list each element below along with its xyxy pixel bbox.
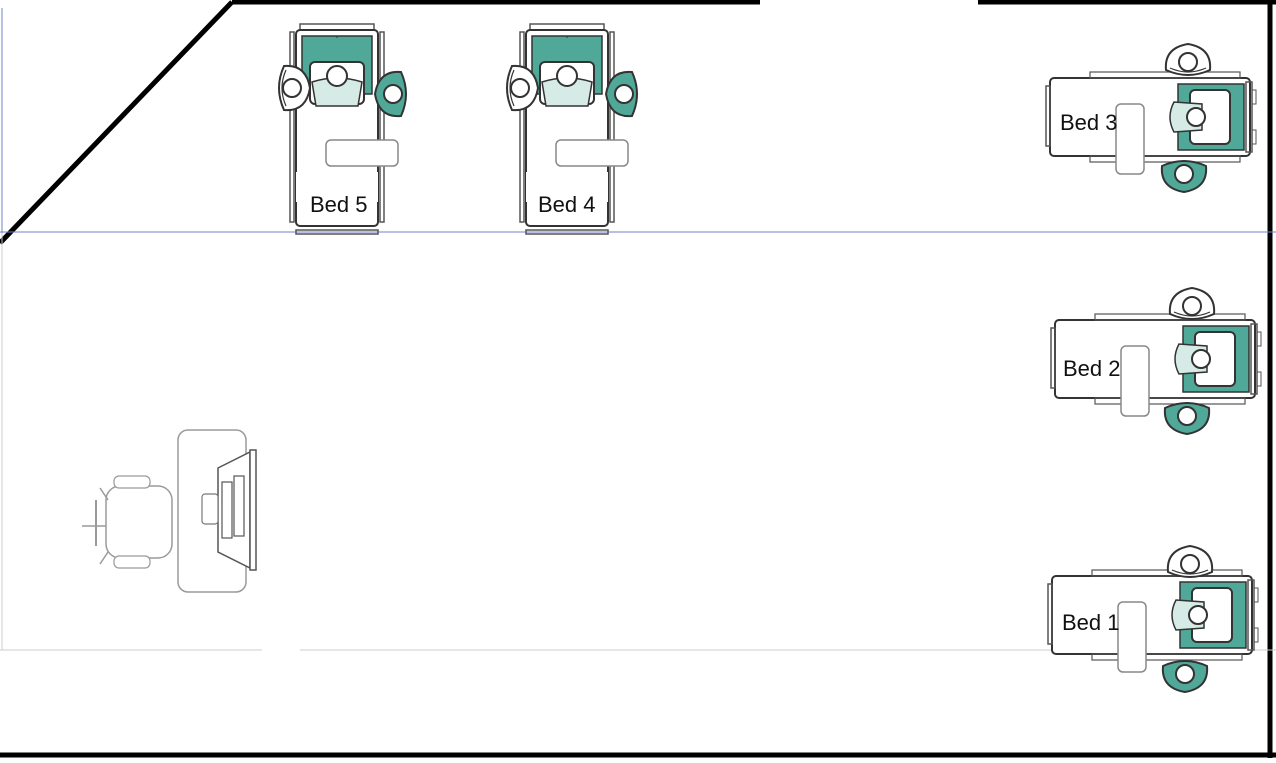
bed-1-label: Bed 1: [1062, 610, 1120, 635]
bed-4-label: Bed 4: [538, 192, 596, 217]
bed-3-label: Bed 3: [1060, 110, 1118, 135]
diagonal-wall: [0, 2, 232, 243]
bed-1[interactable]: Bed 1: [1048, 546, 1258, 692]
bed-3[interactable]: Bed 3: [1046, 44, 1256, 192]
office-chair-icon: [82, 476, 172, 568]
bed-5[interactable]: Bed 5: [279, 24, 406, 234]
bed-4[interactable]: Bed 4: [507, 24, 637, 234]
bed-2-label: Bed 2: [1063, 356, 1121, 381]
bed-2[interactable]: Bed 2: [1051, 288, 1261, 434]
bed-5-label: Bed 5: [310, 192, 368, 217]
nurse-station: [82, 430, 256, 592]
